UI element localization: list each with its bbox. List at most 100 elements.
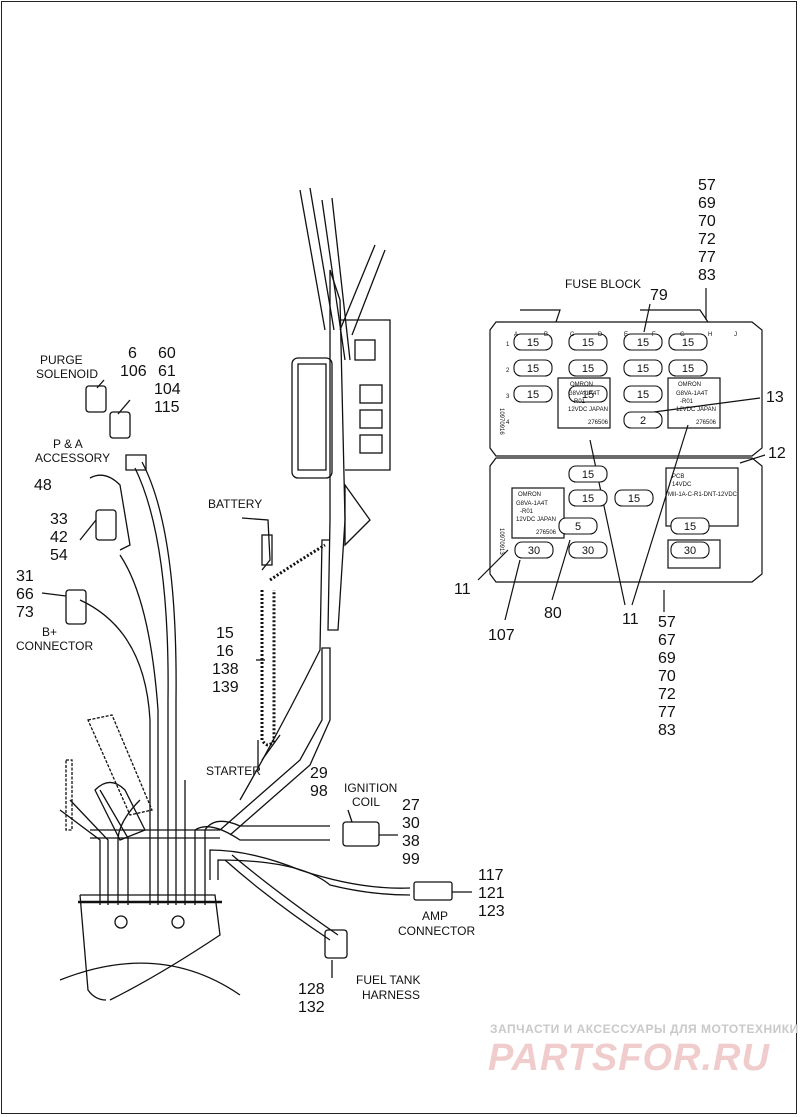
callout-12: 12 [768,445,786,462]
fuse-upper-11-body [623,411,663,429]
relay-lower-left [511,487,565,539]
callout-48: 48 [34,477,52,494]
fuse-upper-8-body [513,385,553,403]
battery-label: BATTERY [208,497,262,511]
purge-harness-connector [109,411,131,439]
callout-138: 138 [212,661,239,678]
watermark-tagline: ЗАПЧАСТИ И АКСЕССУАРЫ ДЛЯ МОТОТЕХНИКИ [490,1022,799,1036]
frame-harness [219,647,331,836]
callout-117: 117 [478,867,504,884]
fuse-upper-6-body [623,359,663,377]
callout-15: 15 [216,625,234,642]
fuse-upper-7: 15 [682,363,694,375]
fuse-block-lower [489,457,763,583]
upper-serial: 10970916 [498,408,504,435]
pa-accessory-label-2: ACCESSORY [35,451,110,465]
fuse-upper-1-body [568,333,608,351]
fuse-block-label: FUSE BLOCK [565,277,641,291]
callout-123: 123 [478,903,505,920]
callout-106: 106 [120,363,147,380]
fuse-lower-4: 30 [528,545,540,557]
callout-66: 66 [16,586,34,603]
relay-ur-brand: OMRON [678,382,701,388]
row-number-1: 1 [506,342,510,348]
callout-139: 139 [212,679,239,696]
ignition-coil-label-2: COIL [352,795,380,809]
fuel-tank-wire [224,859,331,941]
fuse-upper-8: 15 [527,389,539,401]
callout-70-bot: 70 [658,668,676,685]
column-letter-G: G [680,332,685,338]
fuse-upper-7-body [668,359,708,377]
callout-6: 6 [128,345,137,362]
wrapped-conduit [87,714,153,816]
module-line-3: MII-1A-C-R1-DNT-12VDC [668,492,738,498]
bplus-label-2: CONNECTOR [16,639,93,653]
fuse-upper-10: 15 [637,389,649,401]
fuse-upper-6: 15 [637,363,649,375]
callout-13: 13 [766,389,784,406]
relay-text: OMRON G8VA-1A4T -R01 12VDC JAPAN 276506 … [498,382,738,555]
callout-67-bot: 67 [658,632,676,649]
fuse-lower-7-body [670,541,710,559]
callout-98: 98 [310,783,328,800]
callout-11-right: 11 [622,611,639,628]
ignition-coil-wire [194,826,330,905]
fuse-lower-0-body [568,465,608,483]
relay-ur-rating: 12VDC JAPAN [676,407,716,413]
callout-61: 61 [158,363,176,380]
fuel-tank-label-2: HARNESS [362,988,420,1002]
pa-accessory-label-1: P & A [53,437,83,451]
row-number-3: 3 [506,394,510,400]
callout-128: 128 [298,981,325,998]
module-line-1: PCB [672,474,684,480]
callout-104: 104 [154,381,181,398]
purge-solenoid-label-2: SOLENOID [36,367,98,381]
amp-connector-wire [209,849,411,889]
callout-99: 99 [402,851,420,868]
fuse-upper-0-body [513,333,553,351]
callout-115: 115 [154,399,180,416]
callout-54: 54 [50,547,68,564]
callout-70-top: 70 [698,213,716,230]
pa-accessory-connector [95,509,117,541]
relay-ul-suffix: -R01 [572,399,586,405]
watermark: ЗАПЧАСТИ И АКСЕССУАРЫ ДЛЯ МОТОТЕХНИКИ PA… [488,1022,799,1079]
fuse-upper-9-body [568,385,608,403]
callout-38: 38 [402,833,420,850]
fuse-lower-6-body [670,517,710,535]
row-number-4: 4 [506,420,510,426]
callout-60: 60 [158,345,176,362]
callout-42: 42 [50,529,68,546]
fuse-upper-1: 15 [582,337,594,349]
callout-132: 132 [298,999,325,1016]
relay-upper-left [557,377,611,429]
column-letter-E: E [624,332,628,338]
ignition-coil-label-1: IGNITION [344,781,397,795]
fuse-lower-2-body [614,489,654,507]
callout-16: 16 [216,643,234,660]
lower-serial: 10970913 [498,528,504,555]
amp-label-1: AMP [422,909,448,923]
callout-83-bot: 83 [658,722,676,739]
callout-11-left: 11 [454,581,471,598]
bplus-connector-body [65,589,87,625]
relay-ul-model: G8VA-1A4T [568,391,600,397]
relay-ul-rating: 12VDC JAPAN [568,407,608,413]
column-letter-D: D [598,332,603,338]
control-module [291,357,333,479]
callout-69-bot: 69 [658,650,676,667]
fuel-tank-label-1: FUEL TANK [356,973,420,987]
relay-ul-brand: OMRON [570,382,593,388]
callout-27: 27 [402,797,420,814]
callout-83-top: 83 [698,267,716,284]
fuse-lower-5-body [568,541,608,559]
fuel-tank-connector [324,929,348,959]
fuse-upper-0: 15 [527,337,539,349]
fuse-upper-5: 15 [582,363,594,375]
callout-69-top: 69 [698,195,716,212]
callout-73: 73 [16,604,34,621]
